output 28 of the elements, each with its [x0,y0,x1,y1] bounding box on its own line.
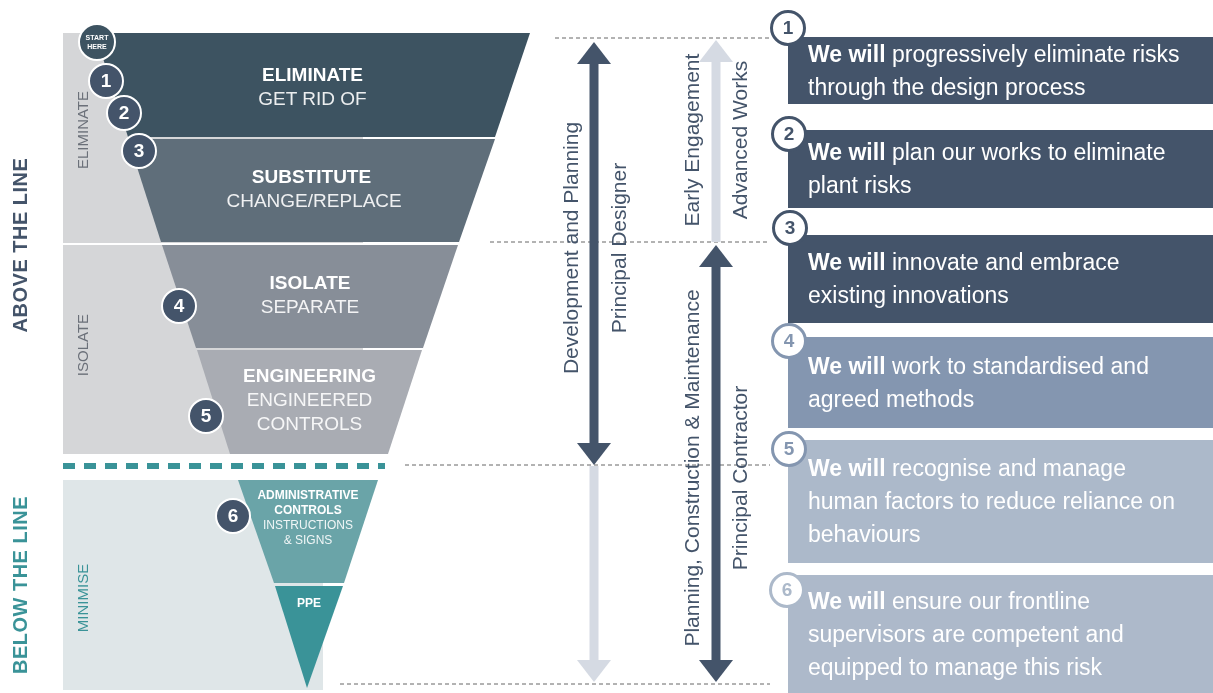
layer-title: ADMINISTRATIVE CONTROLS [256,488,360,518]
layer-title: ENGINEERING [243,364,376,388]
commitment-text: We will plan our works to eliminate plant risks [808,138,1167,200]
rotated-label: Principal Contractor [727,385,753,571]
rotated-label: Early Engagement [679,53,705,227]
commitment-text: We will work to standardised and agreed methods [808,351,1150,414]
layer-title: SUBSTITUTE [251,165,372,189]
layer-title: ELIMINATE [262,63,363,87]
commitment-text: We will ensure our frontline supervisors are competent and equipped to manage this risk [808,586,1125,682]
rotated-label: Development and Planning [558,121,584,375]
commitment-card [788,235,1213,323]
layer-title: ISOLATE [269,271,351,295]
layer-subtitle: INSTRUCTIONS & SIGNS [262,518,354,548]
commitment-text: We will recognise and manage human factors to reduce reliance on behaviours [808,454,1176,549]
rotated-label: ABOVE THE LINE [8,157,32,333]
rotated-label: Planning, Construction & Maintenance [679,289,705,647]
rotated-label: BELOW THE LINE [8,495,32,675]
layer-subtitle: GET RID OF [257,87,368,111]
layer-title: PPE [296,596,322,611]
rotated-label: Advanced Works [727,60,753,220]
commitment-text: We will progressively eliminate risks through the design process [808,39,1181,102]
rotated-label: Principal Designer [606,162,632,334]
rotated-label: MINIMISE [72,563,92,633]
commitment-text: We will innovate and embrace existing innovations [808,248,1121,310]
layer-subtitle: ENGINEERED CONTROLS [245,388,374,436]
commitment-card [788,37,1213,104]
rotated-label: ISOLATE [72,313,92,377]
layer-subtitle: SEPARATE [259,295,361,319]
